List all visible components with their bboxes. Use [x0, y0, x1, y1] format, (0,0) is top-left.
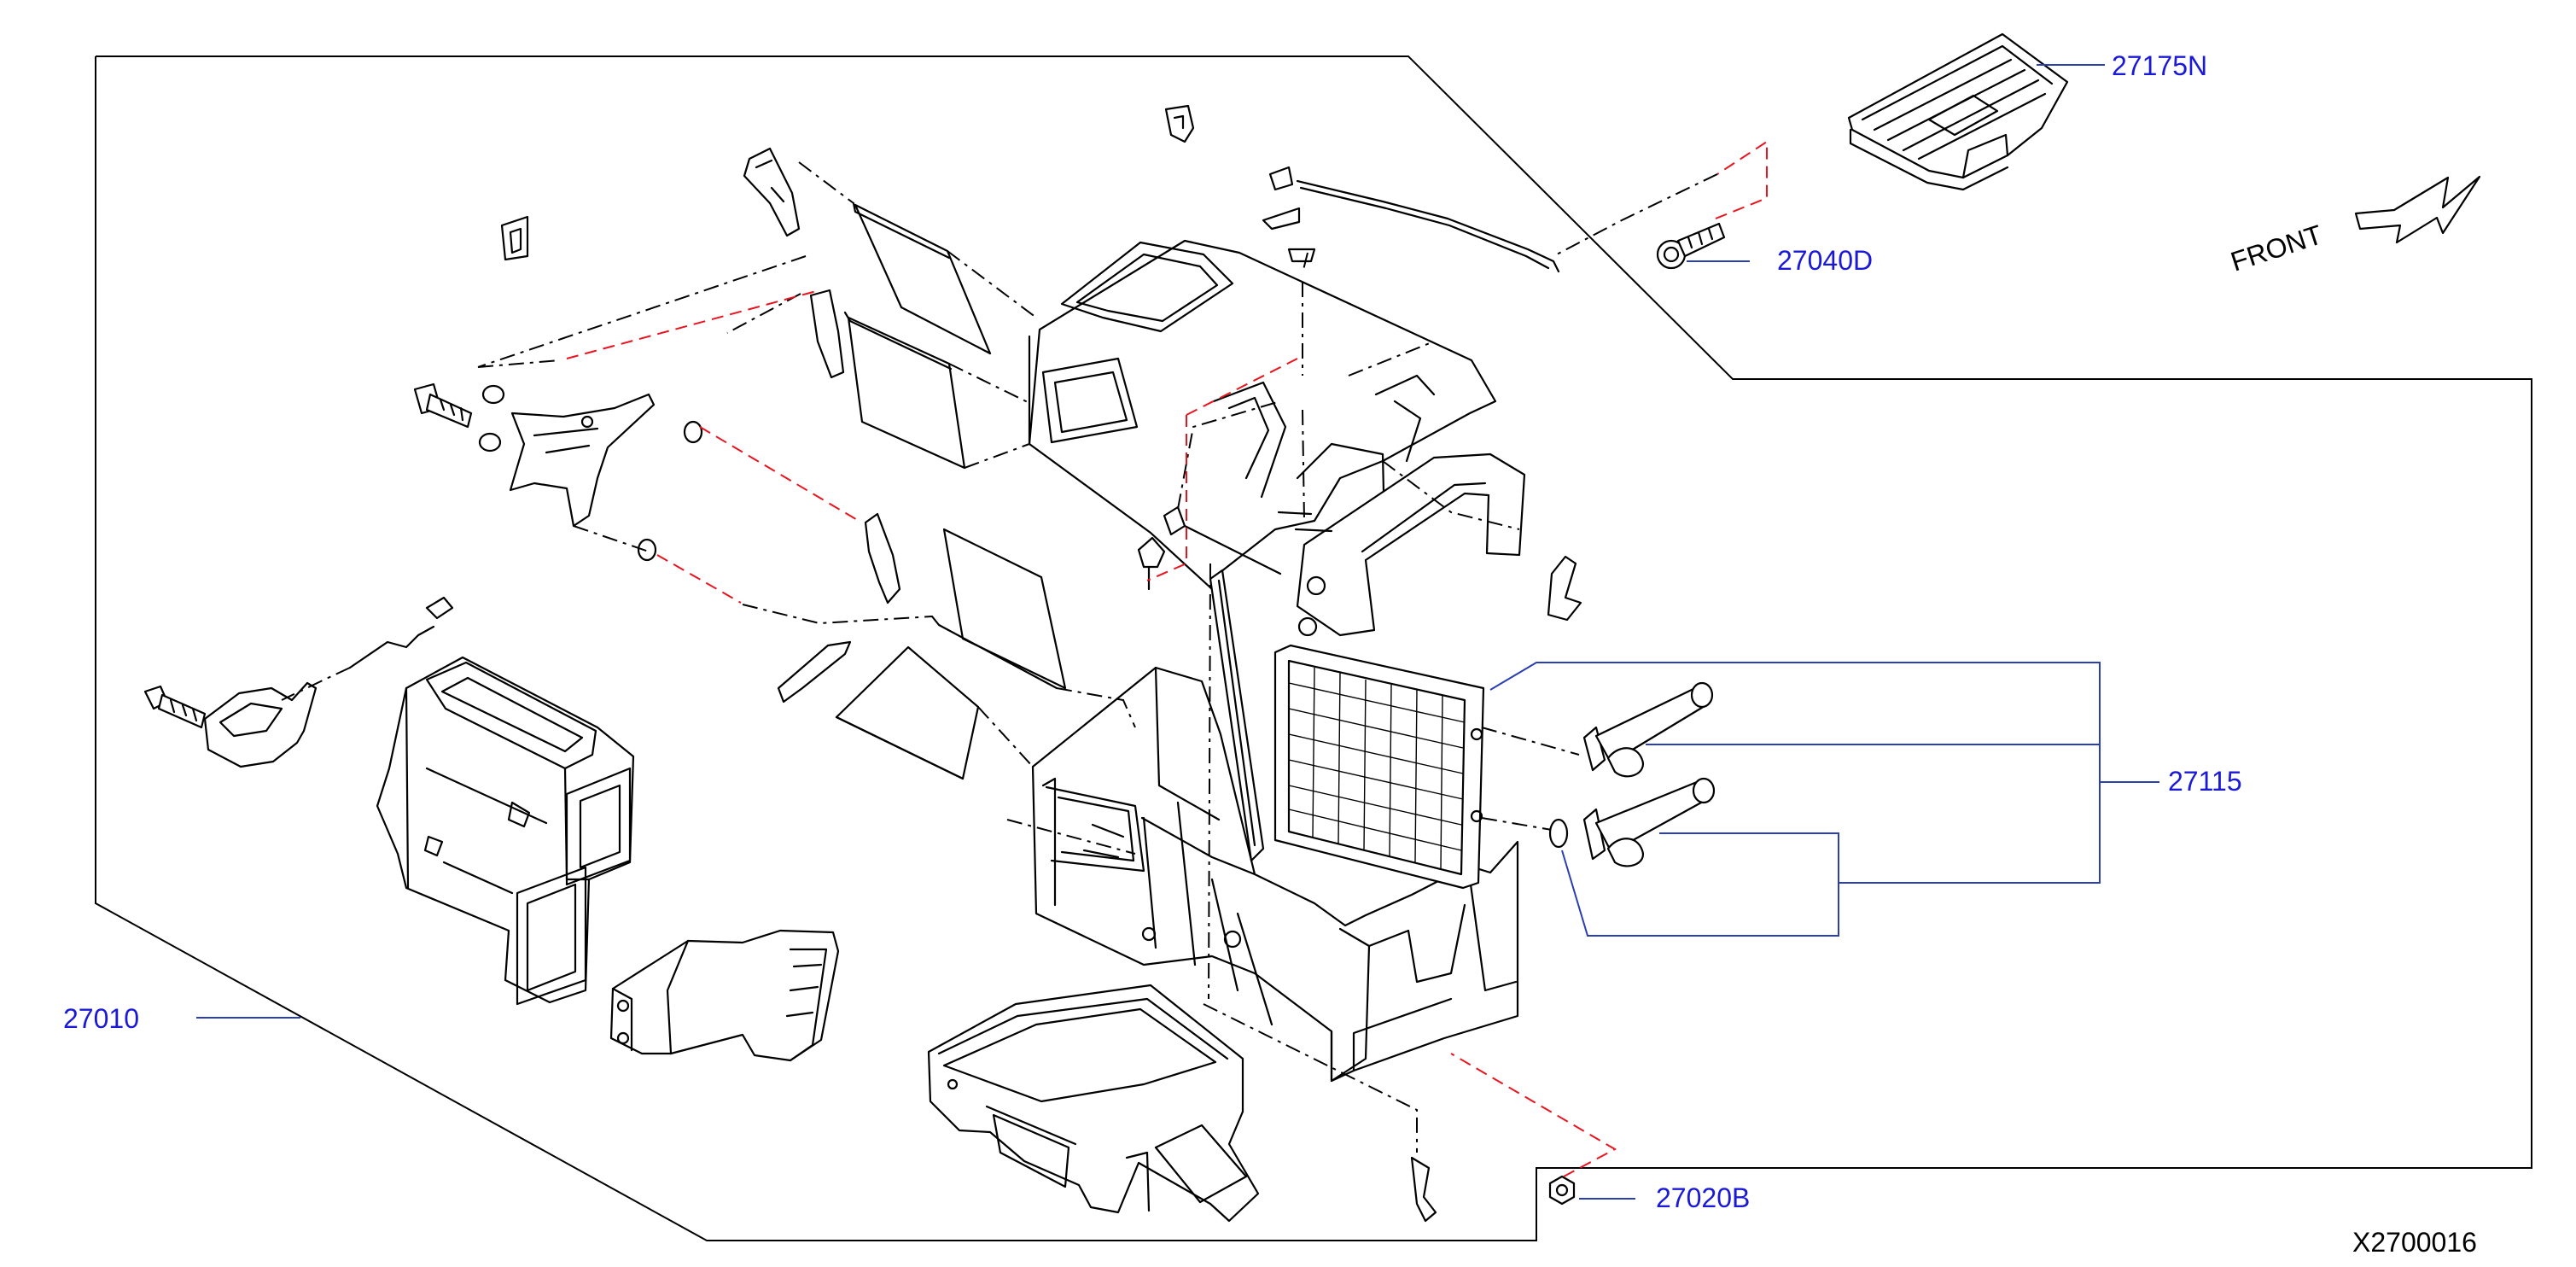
label-27020B[interactable]: 27020B [1656, 1182, 1750, 1213]
clip-drawing [1137, 505, 1582, 1223]
part-27020B-nut-icon [1548, 1175, 1576, 1206]
bracket-assembly-drawing [413, 382, 703, 562]
bottom-duct-drawing [927, 984, 1260, 1223]
lower-duct-drawing [609, 929, 840, 1062]
heater-core-drawing [1273, 644, 1485, 890]
leader-27115 [1489, 662, 2159, 937]
lower-case-drawing [1031, 569, 1519, 1083]
part-27040D-bolt-icon [1656, 222, 1726, 270]
part-27115-pipe-lower [1548, 777, 1716, 867]
diagram-id: X2700016 [2352, 1227, 2477, 1258]
label-27010[interactable]: 27010 [63, 1003, 139, 1034]
assembly-frame [95, 55, 2532, 1241]
front-label: FRONT [2227, 219, 2326, 277]
front-arrow-icon [2354, 175, 2481, 244]
part-27115-pipe-upper [1582, 681, 1714, 778]
actuator-motor-drawing [143, 596, 454, 768]
exploded-lines [281, 161, 1520, 1153]
label-27175N[interactable]: 27175N [2112, 50, 2207, 81]
door-panels-drawing [835, 201, 1067, 780]
red-dashed-lines [566, 289, 1298, 604]
label-27115[interactable]: 27115 [2168, 766, 2242, 797]
blower-unit-drawing [376, 656, 635, 1006]
upper-case-drawing [1028, 239, 1526, 637]
part-27175N-drawing [1847, 32, 2069, 191]
small-parts-drawing [500, 104, 1560, 704]
label-27040D[interactable]: 27040D [1777, 245, 1873, 276]
